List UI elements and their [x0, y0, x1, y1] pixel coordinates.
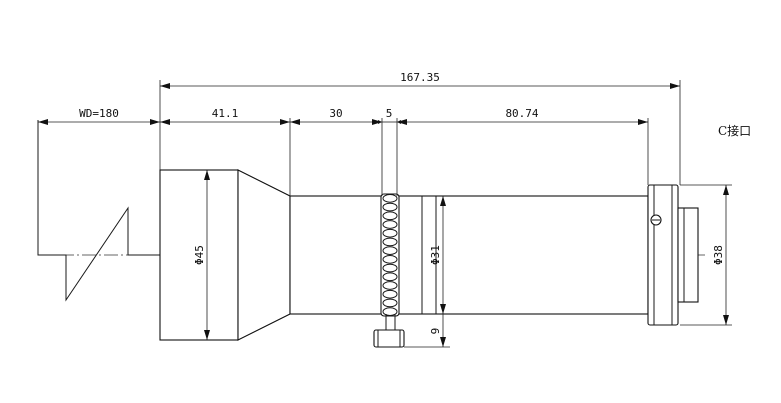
working-distance-label: WD=180	[79, 107, 119, 120]
overall-length-label: 167.35	[400, 71, 440, 84]
dim-mid-section: 30	[290, 107, 382, 125]
dim-ring-width: 5	[378, 107, 401, 124]
knurl-segment	[382, 272, 398, 282]
ring-width-label: 5	[386, 107, 393, 120]
dim-working-distance: WD=180	[38, 107, 160, 125]
dim-mount-diameter: Φ38	[680, 184, 732, 326]
rear-section-label: 80.74	[505, 107, 538, 120]
knob-height-label: 9	[429, 328, 442, 335]
mount-flange	[647, 184, 679, 326]
dim-front-section: 41.1	[160, 107, 290, 125]
working-distance-break-line	[37, 120, 160, 302]
knurl-segment	[382, 211, 398, 221]
taper-section	[237, 169, 291, 341]
knurl-segment	[382, 237, 398, 247]
knurl-segment	[382, 255, 398, 264]
knurl-segment	[382, 281, 398, 290]
front-section-label: 41.1	[212, 107, 239, 120]
dim-knob-height: 9	[404, 314, 450, 348]
knurl-segment	[382, 289, 398, 299]
mount-type-label: C接口	[718, 123, 751, 138]
c-mount-thread	[677, 207, 699, 303]
dim-overall-length: 167.35	[160, 71, 680, 89]
knurl-segment	[382, 220, 398, 229]
barrel-diameter-label: Φ31	[429, 245, 442, 265]
front-barrel	[159, 169, 239, 341]
dim-rear-section: 80.74	[397, 107, 648, 125]
knurl-segment	[382, 228, 398, 238]
dim-barrel-diameter: Φ31	[429, 196, 446, 314]
lens-body	[159, 169, 699, 341]
knurl-segment	[382, 194, 398, 203]
locking-knob	[373, 314, 405, 348]
knurl-segment	[382, 298, 398, 308]
front-diameter-label: Φ45	[193, 245, 206, 265]
focus-ring	[380, 193, 400, 317]
knurl-segment	[382, 263, 398, 273]
knurl-segment	[382, 307, 398, 316]
dim-front-diameter: Φ45	[193, 170, 210, 340]
mid-section-label: 30	[329, 107, 342, 120]
knurl-segment	[382, 246, 398, 255]
main-barrel	[289, 195, 649, 315]
knurl-segment	[382, 202, 398, 212]
mount-diameter-label: Φ38	[712, 245, 725, 265]
